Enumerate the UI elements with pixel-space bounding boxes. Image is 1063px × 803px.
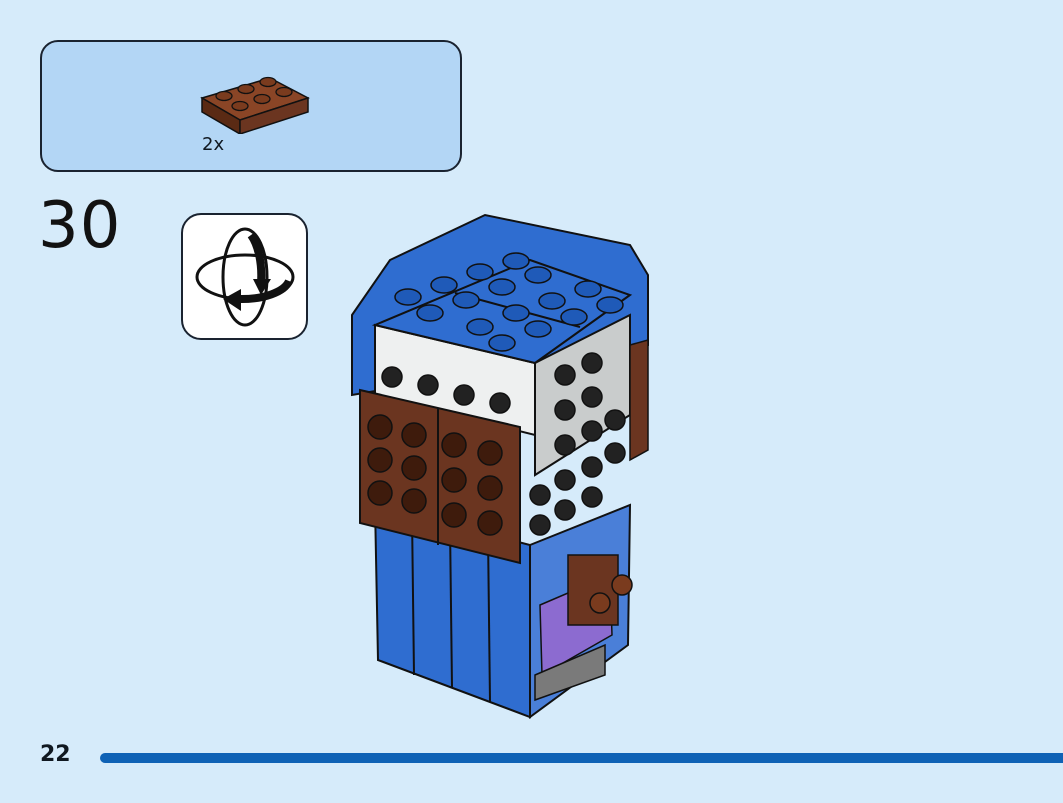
model-illustration	[351, 213, 649, 719]
progress-bar-fill	[100, 753, 1063, 763]
rotate-model-icon	[195, 227, 295, 327]
part-quantity: 2x	[202, 134, 225, 155]
page-number: 22	[40, 742, 71, 767]
rotate-model-callout	[181, 213, 308, 340]
progress-bar	[100, 753, 1063, 763]
brown-plate-2x3-icon	[200, 76, 310, 134]
parts-callout: 2x	[40, 40, 462, 172]
step-number: 30	[38, 189, 122, 263]
